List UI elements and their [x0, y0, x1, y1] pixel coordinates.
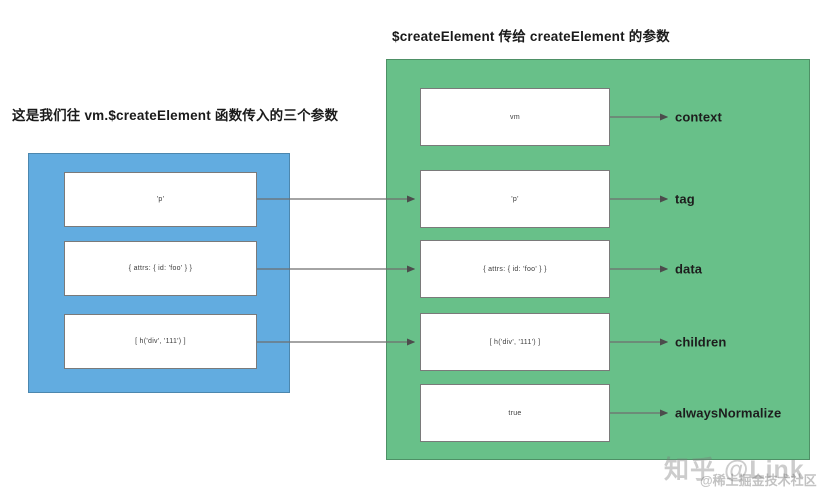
right-item-label-1: 'p': [511, 195, 519, 203]
right-item-label-0: vm: [510, 113, 520, 121]
output-label-alwaysnormalize: alwaysNormalize: [675, 405, 782, 421]
output-label-context: context: [675, 109, 722, 125]
right-item-label-3: [ h('div', '111') ]: [489, 338, 541, 346]
left-item-label-1: { attrs: { id: 'foo' } }: [128, 265, 193, 272]
output-label-tag: tag: [675, 191, 695, 207]
right-item-box-2: { attrs: { id: 'foo' } }: [420, 240, 610, 298]
right-item-label-2: { attrs: { id: 'foo' } }: [483, 265, 547, 273]
output-label-data: data: [675, 261, 703, 277]
right-item-box-3: [ h('div', '111') ]: [420, 313, 610, 371]
right-item-box-1: 'p': [420, 170, 610, 228]
left-item-label-0: 'p': [156, 196, 165, 203]
right-item-box-4: true: [420, 384, 610, 442]
right-group-caption: $createElement 传给 createElement 的参数: [392, 29, 670, 44]
left-item-label-2: [ h('div', '111') ]: [135, 338, 186, 345]
right-item-box-0: vm: [420, 88, 610, 146]
left-group-caption: 这是我们往 vm.$createElement 函数传入的三个参数: [12, 108, 339, 123]
watermark-sub-text: @稀土掘金技术社区: [700, 473, 817, 488]
left-item-box-1: { attrs: { id: 'foo' } }: [64, 241, 257, 296]
left-item-box-0: 'p': [64, 172, 257, 227]
output-label-children: children: [675, 334, 727, 350]
right-item-label-4: true: [508, 409, 522, 417]
left-item-box-2: [ h('div', '111') ]: [64, 314, 257, 369]
